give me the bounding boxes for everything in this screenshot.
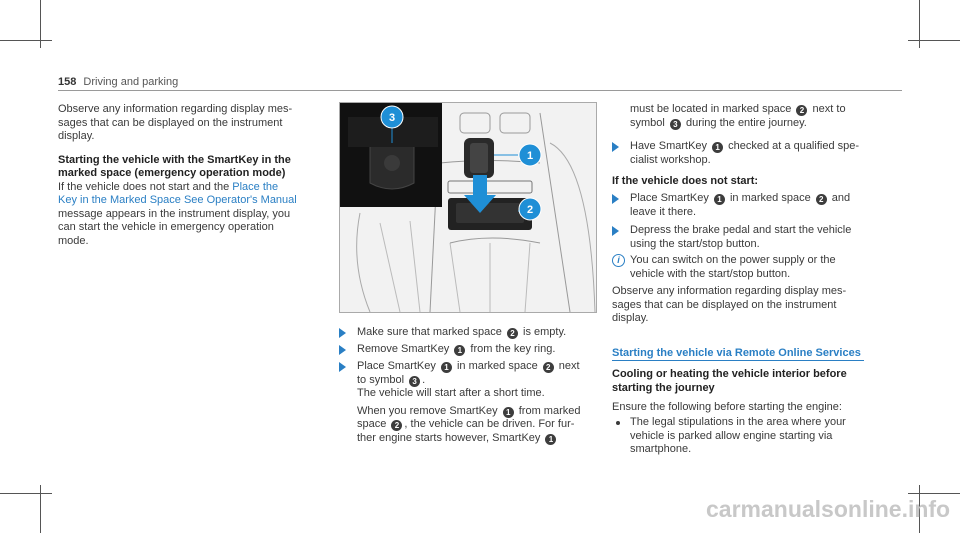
t: . [422,373,426,386]
t: checked at a qualified spe- [725,140,860,152]
badge-1: 1 [545,433,557,445]
step-text-b: from the key ring. [467,343,556,355]
page-number: 158 [58,76,77,88]
badge-2: 2 [506,328,518,339]
t: When you remove SmartKey [357,404,501,417]
badge-2: 2 [815,194,827,205]
observe-text: Observe any information regarding displa… [612,285,847,324]
t: You can switch on the power supply or th… [630,254,836,266]
badge-1: 1 [454,345,466,356]
t: ther engine starts however, SmartKey [357,431,544,444]
info-icon: i [612,254,625,267]
step-arrow-icon [612,194,619,204]
crop-mark [919,0,920,48]
cooling-heading: Cooling or heating the vehicle interior … [612,368,847,394]
t: during the entire journey. [682,116,807,129]
crop-mark [0,40,52,41]
t: cialist workshop. [630,153,711,166]
step-arrow-icon [612,226,619,236]
body-text-pre: If the vehicle does not start and the [58,180,233,193]
section-title: Driving and parking [83,76,179,88]
crop-mark [40,485,41,533]
intro-text: Observe any information regarding displa… [58,103,293,142]
badge-3: 3 [409,375,421,387]
t: Place SmartKey [357,360,439,372]
t: using the start/stop button. [630,237,760,250]
step-text-a: Make sure that marked space [357,326,505,338]
column-1: Observe any information regarding displa… [58,103,326,248]
t: vehicle with the start/stop button. [630,267,791,280]
crop-mark [40,0,41,48]
t: and [828,192,851,204]
page-header: 158 Driving and parking [58,76,178,90]
crop-mark [908,40,960,41]
t: symbol [630,116,668,129]
t: from marked [515,404,581,417]
badge-1: 1 [712,142,724,153]
console-illustration: 3 1 2 [340,103,596,312]
callout-1: 1 [527,150,533,162]
badge-1: 1 [440,362,452,373]
step-text: Make sure that marked space 2 is empty. [357,326,566,340]
body-text-post: message appears in the instrument displa… [58,207,291,247]
t: smartphone. [630,443,692,455]
t: next [555,360,580,372]
t: The vehicle will start after a short tim… [357,387,545,399]
t: space [357,418,390,430]
step-arrow-icon [339,345,346,355]
step-text: Have SmartKey 1 checked at a qualified s… [630,140,859,167]
section-heading: Starting the vehicle with the SmartKey i… [58,153,291,180]
watermark: carmanualsonline.info [706,496,951,522]
step-text: Place SmartKey 1 in marked space 2 next … [357,360,580,445]
step-text-b: is empty. [519,326,567,338]
t: Place SmartKey [630,192,712,204]
crop-mark [0,493,52,494]
badge-1: 1 [713,194,725,205]
t: Depress the brake pedal and start the ve… [630,224,852,236]
t: must be located in marked space [630,103,795,115]
t: vehicle is parked allow engine starting … [630,429,833,442]
remote-online-services-link[interactable]: Starting the vehicle via Remote Online S… [612,347,861,359]
callout-3: 3 [389,112,395,124]
illustration: 3 1 2 [339,102,597,313]
badge-2: 2 [542,362,554,373]
crop-mark [919,485,920,533]
badge-3: 3 [669,118,681,130]
t: leave it there. [630,205,697,218]
header-rule [58,90,902,91]
t: Have SmartKey [630,140,711,152]
column-3: must be located in marked space 2 next t… [630,103,910,130]
badge-1: 1 [502,406,514,418]
bullet-icon [616,421,620,425]
step-text: Place SmartKey 1 in marked space 2 and l… [630,192,850,219]
step-text: Depress the brake pedal and start the ve… [630,224,851,251]
step-text: Remove SmartKey 1 from the key ring. [357,343,555,357]
t: next to [809,103,846,115]
display-message-link[interactable]: Place the Key in the Marked Space See Op… [58,180,297,207]
badge-2: 2 [796,105,808,116]
body-text: If the vehicle does not start and the Pl… [58,181,326,249]
t: , the vehicle can be driven. For fur- [404,418,575,430]
badge-2: 2 [391,420,403,431]
t: to symbol [357,373,408,386]
step-arrow-icon [612,142,619,152]
step-text-a: Remove SmartKey [357,343,453,355]
step-arrow-icon [339,362,346,372]
ensure-text: Ensure the following before starting the… [612,401,842,413]
callout-2: 2 [527,204,533,216]
step-arrow-icon [339,328,346,338]
link-underline [612,360,864,361]
t: The legal stipulations in the area where… [630,416,846,428]
t: in marked space [726,192,814,204]
subheading-not-start: If the vehicle does not start: [612,175,759,187]
crop-mark [908,493,960,494]
t: in marked space [453,360,541,372]
